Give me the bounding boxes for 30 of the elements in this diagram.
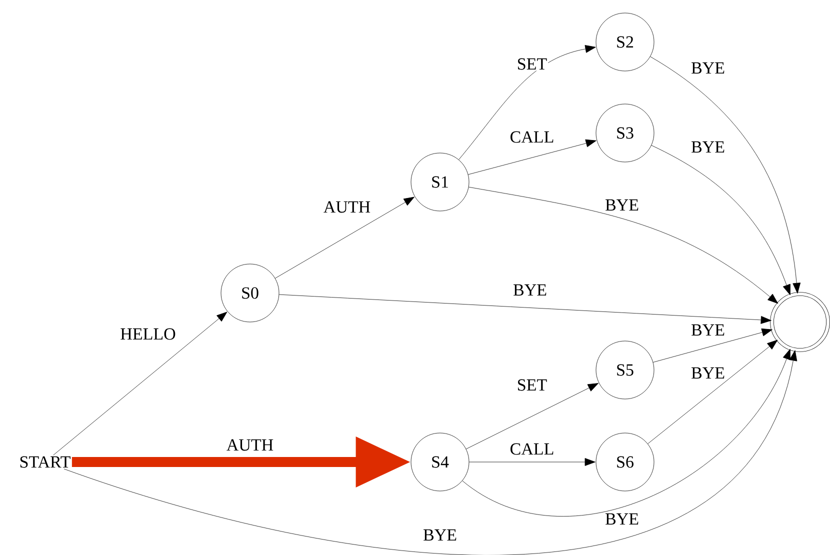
edge-label: SET — [516, 57, 548, 71]
arrow — [652, 328, 772, 362]
edge-label: SET — [516, 378, 548, 392]
edge-label: BYE — [604, 198, 640, 212]
arrow — [278, 294, 772, 324]
arrow — [650, 56, 801, 294]
arrow — [458, 45, 596, 160]
edge-label: AUTH — [225, 438, 275, 452]
edge-label: CALL — [508, 442, 556, 456]
edge-label: HELLO — [119, 327, 177, 341]
edge-label: CALL — [508, 130, 556, 144]
arrow — [468, 139, 596, 175]
arrow — [466, 383, 599, 450]
arrow — [275, 196, 414, 278]
arrow — [469, 458, 596, 466]
arrow — [468, 186, 778, 304]
arrow — [462, 348, 790, 516]
arrow — [648, 340, 778, 444]
arrow — [53, 312, 228, 456]
edge-label: BYE — [690, 366, 726, 380]
edge-label: BYE — [512, 283, 548, 297]
final-state-circle — [770, 292, 830, 352]
edge-label: BYE — [604, 512, 640, 526]
edge-label: BYE — [422, 528, 458, 542]
edge-label: BYE — [690, 140, 726, 154]
edge-label: BYE — [690, 61, 726, 75]
edge-label: BYE — [690, 323, 726, 337]
edge-label: AUTH — [322, 200, 372, 214]
arrow — [651, 145, 790, 296]
start-label: START — [20, 456, 70, 468]
